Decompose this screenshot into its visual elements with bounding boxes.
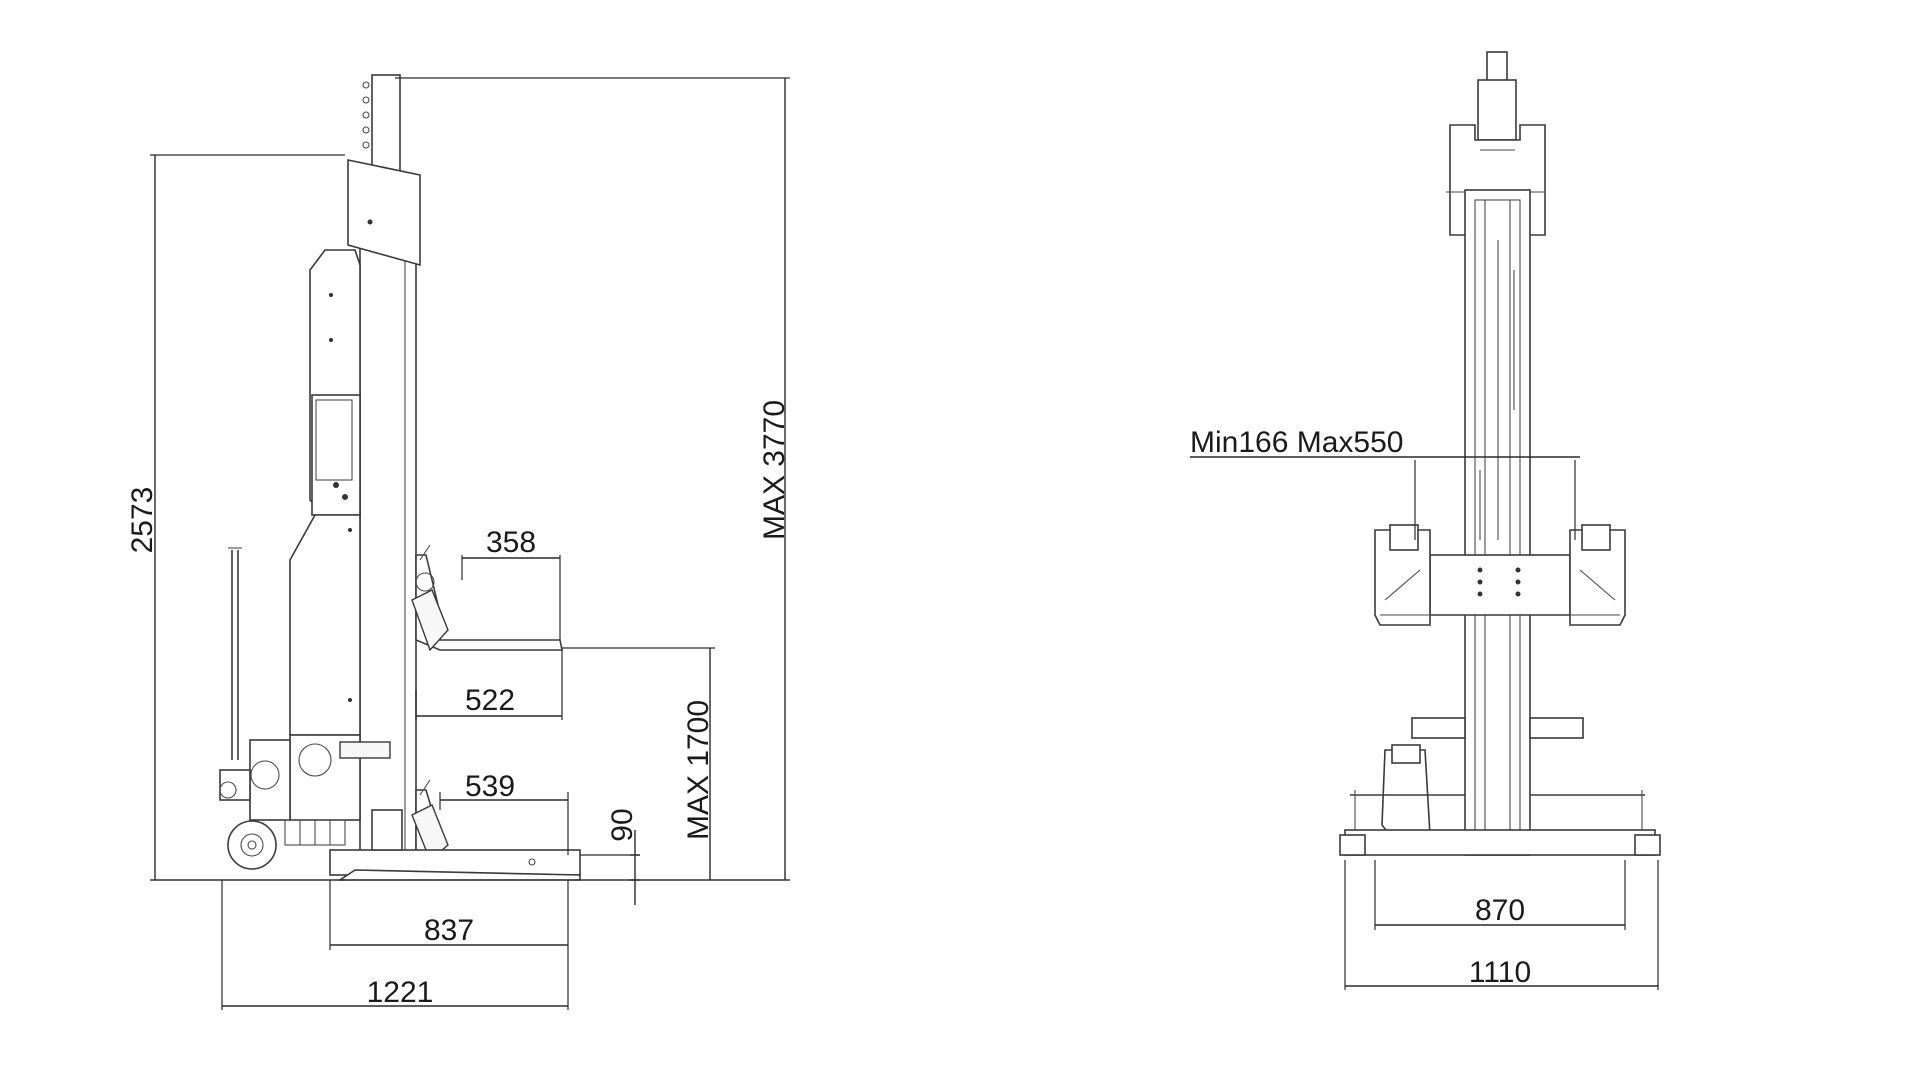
- front-carriage: [1374, 524, 1626, 626]
- base-assembly: [219, 547, 581, 881]
- side-view-dimensions: 2573 MAX 3770 358 522 MAX 1700 5: [126, 77, 791, 1010]
- side-view: 2573 MAX 3770 358 522 MAX 1700 5: [126, 74, 791, 1010]
- front-view-dimensions: Min166 Max550 870 1110: [1190, 426, 1659, 990]
- rear-housing: [289, 249, 361, 736]
- dim-max-lift: MAX 1700: [682, 700, 715, 840]
- dim-fork-spread: Min166 Max550: [1190, 426, 1403, 459]
- dim-max-height: MAX 3770: [758, 400, 791, 540]
- dim-min-fork-height: 90: [606, 808, 639, 841]
- dim-lower-fork-reach: 539: [465, 770, 515, 803]
- front-base: [1339, 717, 1661, 856]
- dim-fork-depth: 358: [486, 526, 536, 559]
- upper-fork: [411, 544, 563, 652]
- dim-overall-width: 1110: [1469, 956, 1531, 989]
- dim-base-length: 837: [424, 914, 474, 947]
- dim-wheel-track: 870: [1475, 894, 1525, 927]
- dim-total-height: 2573: [126, 487, 159, 554]
- front-column: [1464, 189, 1531, 856]
- dim-fork-reach: 522: [465, 684, 515, 717]
- front-view: Min166 Max550 870 1110: [1190, 51, 1661, 990]
- dim-overall-length: 1221: [367, 976, 434, 1009]
